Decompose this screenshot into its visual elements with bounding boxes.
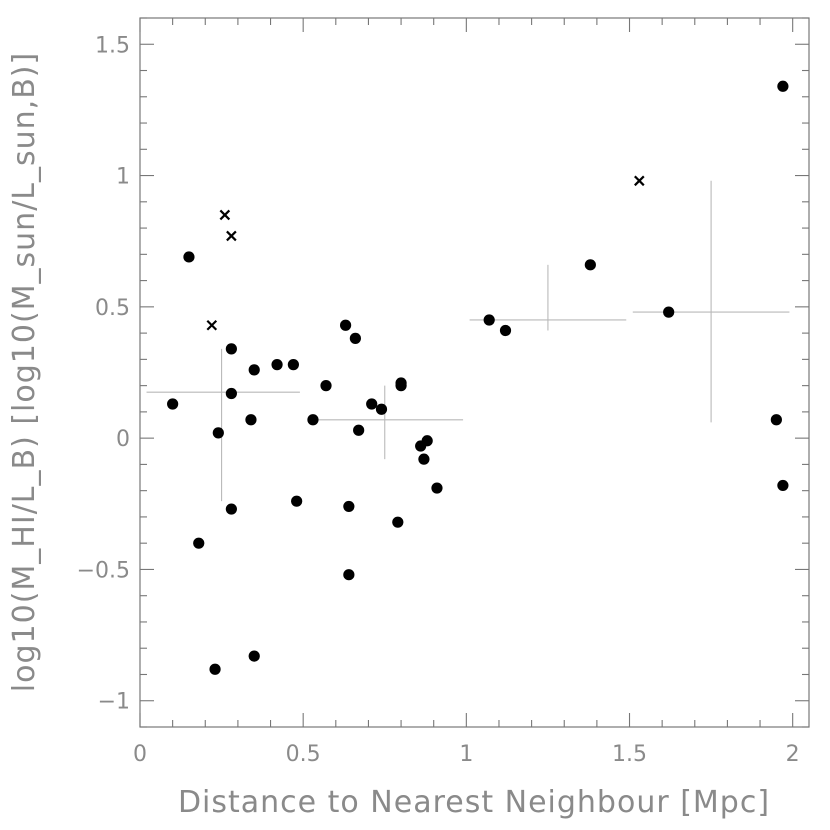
data-point (349, 332, 361, 344)
data-points-layer (167, 80, 789, 675)
data-point (193, 537, 205, 549)
data-point (584, 259, 596, 271)
data-point (183, 251, 195, 263)
cross-stroke (634, 175, 645, 187)
binned-means-layer (146, 180, 790, 502)
data-point (770, 414, 782, 426)
data-point (271, 359, 283, 371)
data-point (483, 314, 495, 326)
y-tick-label: 0 (116, 427, 130, 452)
data-point (343, 569, 355, 581)
ticks-layer: 0 0.5 1 1.5 2 −1 −0.5 0 0.5 1 1.5 (77, 17, 809, 767)
y-tick-label: 1.5 (95, 33, 130, 58)
data-point (392, 516, 404, 528)
y-tick-label: 0.5 (95, 296, 130, 321)
data-point (375, 403, 388, 415)
data-point (245, 414, 257, 426)
x-tick-label: 0.5 (286, 742, 321, 767)
y-axis-label: log10(M_HI/L_B) [log10(M_sun/L_sun,B)] (7, 52, 42, 692)
cross-stroke (219, 209, 231, 221)
data-point (248, 650, 260, 662)
data-point (209, 663, 221, 675)
cross-marker (206, 319, 218, 331)
data-point (291, 495, 303, 507)
y-tick-label: 1 (116, 165, 130, 190)
data-point (212, 427, 224, 439)
data-point (353, 424, 365, 436)
data-point (418, 453, 430, 465)
cross-marker (634, 175, 645, 187)
y-tick-label: −1 (98, 690, 130, 715)
data-point (225, 343, 237, 355)
data-point (167, 398, 179, 410)
data-point (431, 482, 443, 494)
plot-frame (139, 17, 810, 728)
data-point (287, 359, 299, 371)
data-point (777, 479, 789, 492)
data-point (320, 380, 332, 392)
data-point (307, 414, 319, 426)
x-tick-label: 1 (459, 742, 473, 767)
x-tick-label: 0 (133, 742, 147, 767)
x-tick-label: 2 (786, 742, 800, 767)
data-point (663, 306, 675, 318)
axes-layer (139, 17, 810, 728)
data-point (366, 398, 378, 410)
data-point (421, 435, 433, 447)
data-point (395, 380, 407, 392)
cross-marker (226, 230, 237, 242)
data-point (777, 80, 789, 92)
y-tick-label: −0.5 (77, 558, 130, 583)
data-point (225, 503, 237, 515)
data-point (343, 500, 355, 513)
cross-marker (219, 209, 231, 221)
data-point (499, 324, 512, 337)
data-point (339, 319, 352, 331)
cross-stroke (206, 319, 218, 331)
x-axis-label: Distance to Nearest Neighbour [Mpc] (178, 785, 770, 820)
data-point (225, 387, 237, 400)
x-tick-label: 1.5 (612, 742, 647, 767)
data-point (248, 364, 260, 376)
cross-stroke (226, 230, 237, 242)
